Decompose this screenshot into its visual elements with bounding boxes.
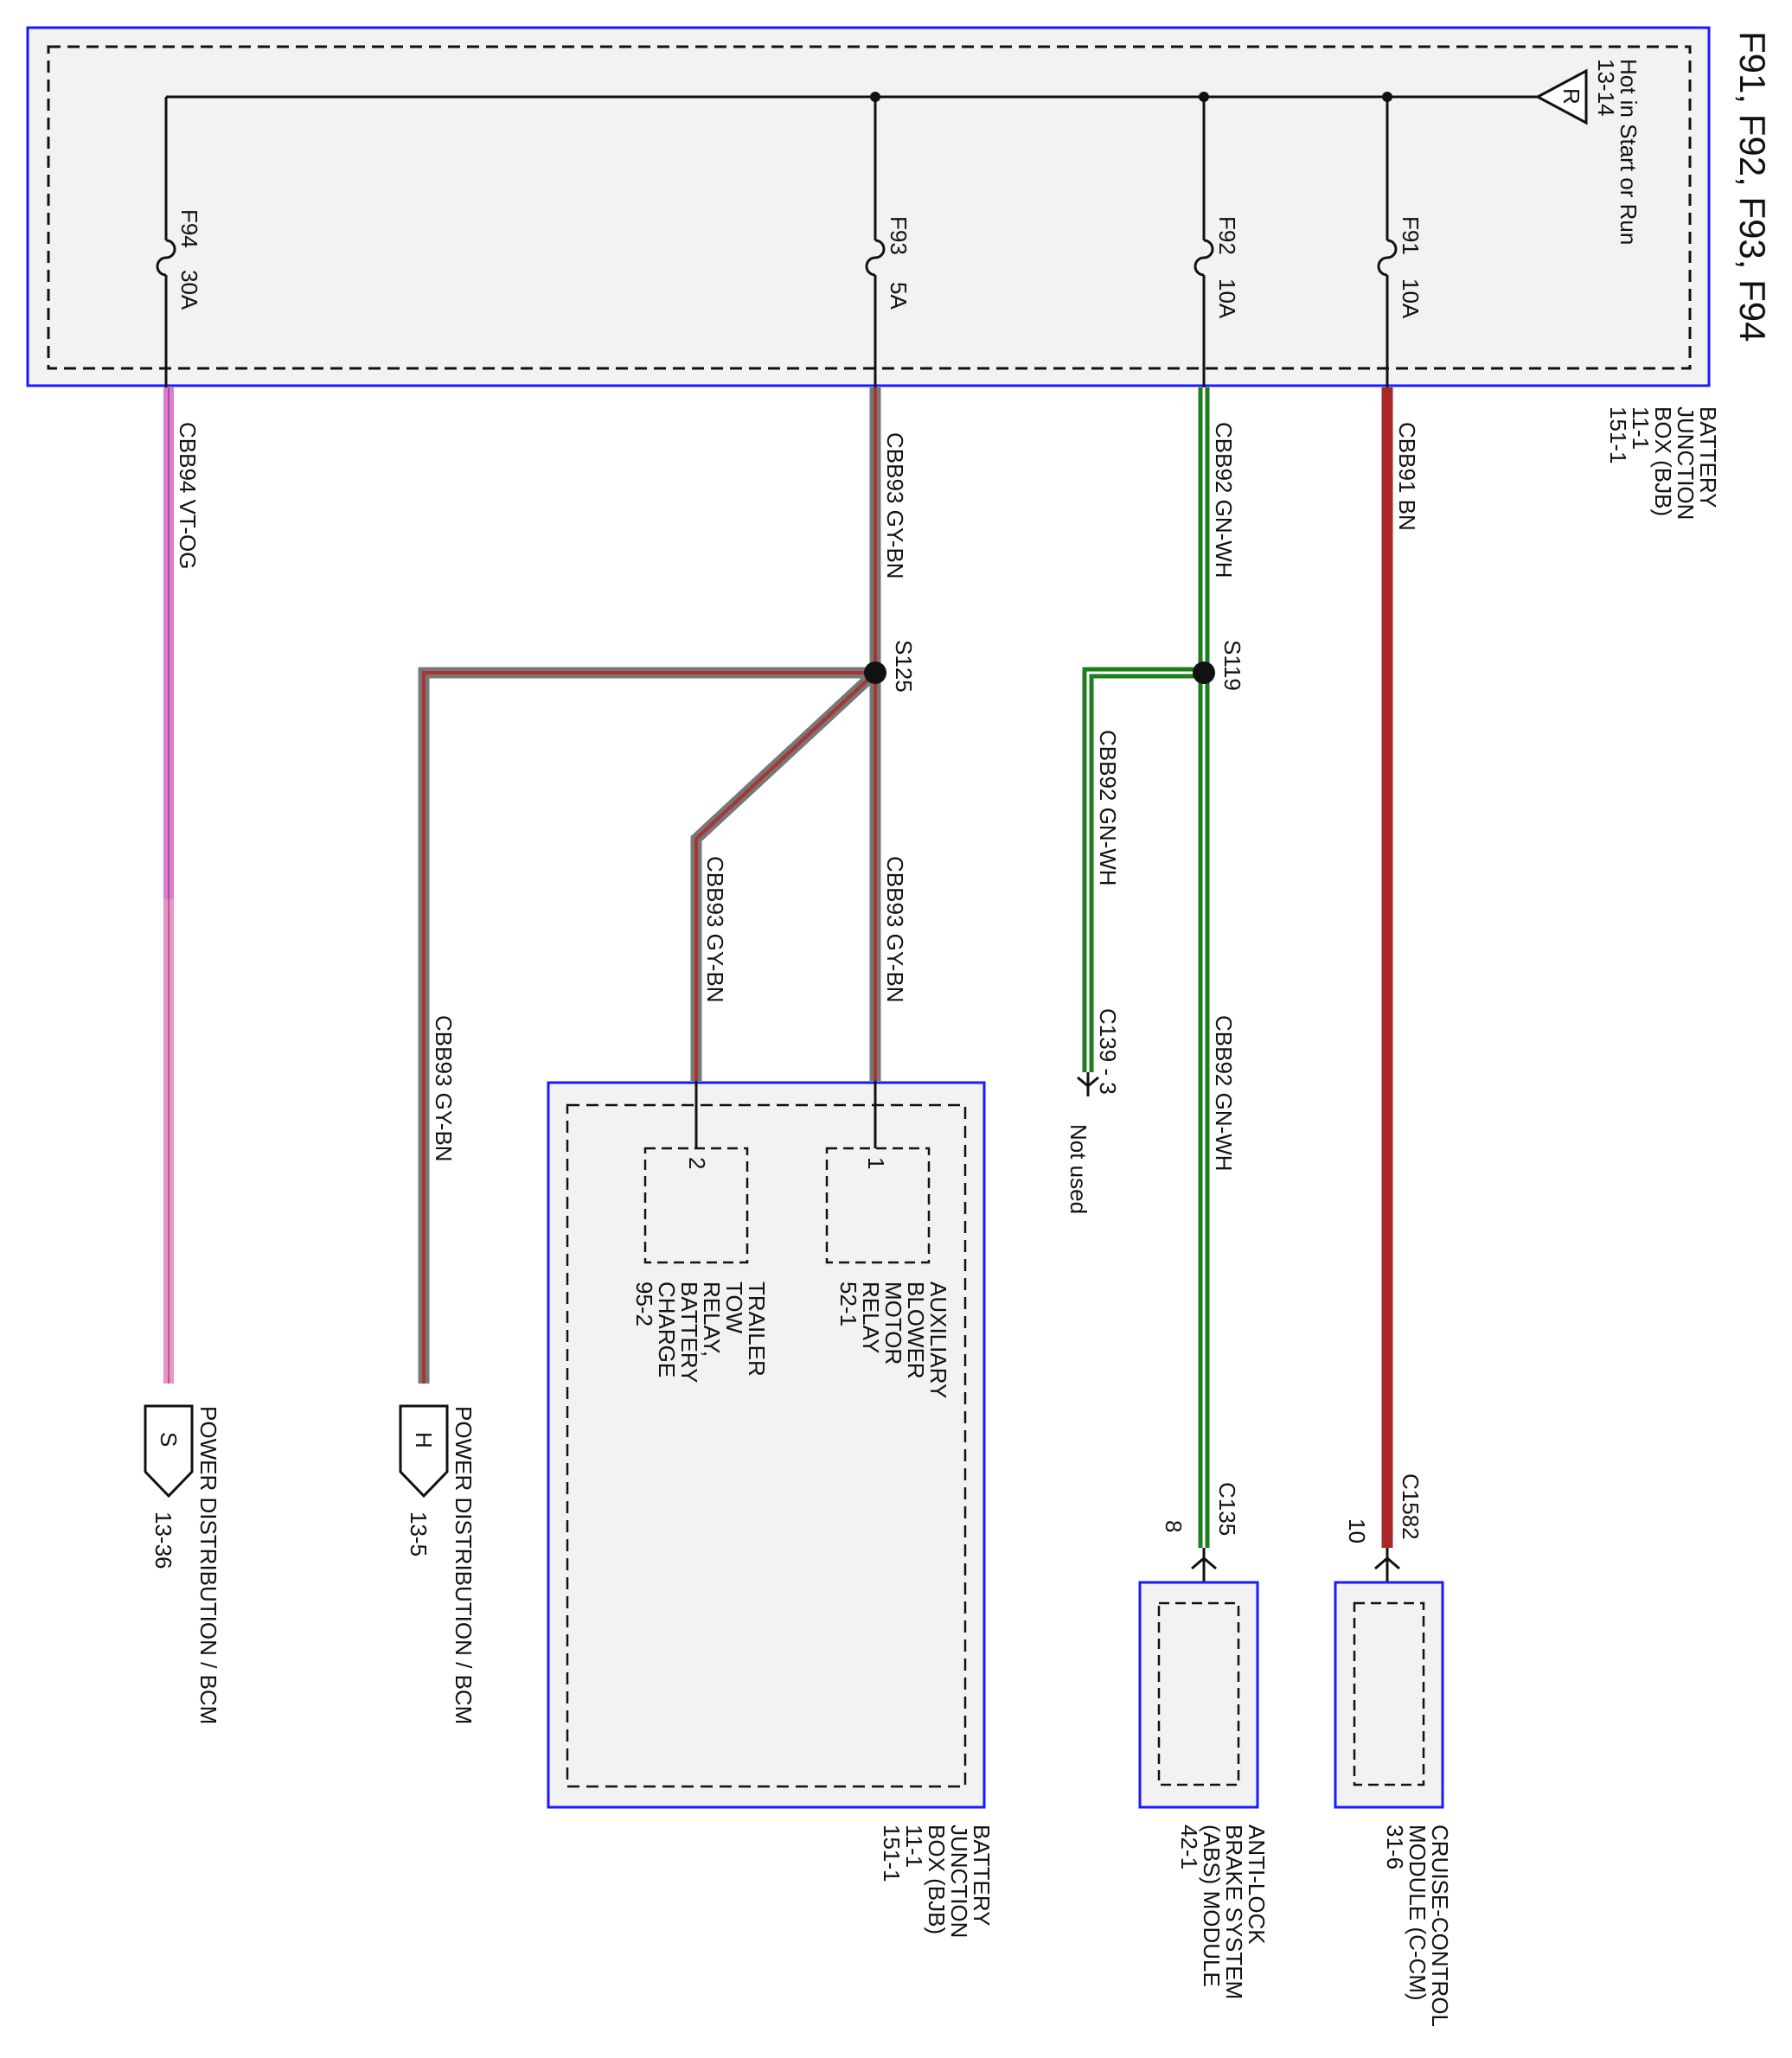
- svg-text:42-1: 42-1: [1176, 1825, 1202, 1869]
- bjb-bottom-label: BATTERY JUNCTION BOX (BJB) 11-1 151-1: [879, 1825, 995, 1938]
- svg-text:F92: F92: [1214, 216, 1240, 255]
- svg-text:95-2: 95-2: [631, 1281, 657, 1326]
- aux-blower-relay: 1: [825, 1081, 931, 1264]
- svg-text:RELAY,: RELAY,: [699, 1281, 725, 1357]
- svg-text:S: S: [156, 1432, 182, 1447]
- splice-s119: [1193, 662, 1215, 684]
- svg-text:151-1: 151-1: [1605, 406, 1631, 464]
- label-c139: C139 - 3: [1095, 1008, 1121, 1095]
- svg-text:BATTERY: BATTERY: [1695, 406, 1721, 508]
- power-distribution-h-label: POWER DISTRIBUTION / BCM 13-5: [406, 1406, 477, 1724]
- svg-text:13-14: 13-14: [1593, 59, 1619, 117]
- power-distribution-s-connector: S: [144, 1404, 194, 1499]
- aux-blower-relay-label: AUXILIARY BLOWER MOTOR RELAY 52-1: [835, 1281, 951, 1398]
- diagram-title: F91, F92, F93, F94: [1732, 31, 1773, 342]
- label-not-used: Not used: [1066, 1124, 1091, 1214]
- label-c135: C135: [1214, 1482, 1240, 1536]
- power-source-icon: R: [1534, 68, 1588, 125]
- label-s119: S119: [1219, 640, 1245, 691]
- svg-text:R: R: [1558, 88, 1584, 105]
- svg-text:BATTERY: BATTERY: [676, 1281, 702, 1384]
- svg-text:TRAILER: TRAILER: [744, 1281, 770, 1377]
- fuse-f94: F94 30A: [156, 97, 202, 387]
- svg-text:RELAY: RELAY: [858, 1281, 884, 1353]
- svg-text:H: H: [411, 1432, 437, 1448]
- svg-text:JUNCTION: JUNCTION: [946, 1825, 972, 1938]
- bjb-bottom-box: [547, 1081, 986, 1809]
- svg-text:11-1: 11-1: [901, 1825, 927, 1868]
- fuse-f92: F92 10A: [1194, 97, 1240, 387]
- wire-cbb93: [418, 387, 881, 1384]
- svg-text:11-1: 11-1: [1628, 406, 1654, 450]
- svg-text:AUXILIARY: AUXILIARY: [925, 1281, 951, 1398]
- abs-module-label: ANTI-LOCK BRAKE SYSTEM (ABS) MODULE 42-1: [1176, 1825, 1270, 1999]
- wire-cbb92: [1082, 387, 1210, 1548]
- svg-text:30A: 30A: [176, 270, 202, 310]
- ccm-module-box: [1334, 1581, 1444, 1809]
- power-distribution-s-label: POWER DISTRIBUTION / BCM 13-36: [150, 1406, 221, 1724]
- svg-text:MODULE (C-CM): MODULE (C-CM): [1405, 1825, 1430, 2001]
- splice-s125: [864, 662, 886, 684]
- label-cbb93-top: CBB93 GY-BN: [882, 432, 908, 579]
- svg-text:151-1: 151-1: [879, 1825, 905, 1882]
- label-cbb91: CBB91 BN: [1394, 422, 1420, 531]
- svg-text:1: 1: [863, 1157, 889, 1169]
- fuse-f91: F91 10A: [1377, 97, 1424, 387]
- ccm-module-label: CRUISE-CONTROL MODULE (C-CM) 31-6: [1382, 1825, 1453, 2027]
- power-source-label: Hot in Start or Run 13-14: [1593, 59, 1642, 245]
- svg-text:CHARGE: CHARGE: [654, 1281, 680, 1377]
- svg-text:F91: F91: [1398, 216, 1424, 255]
- svg-text:13-36: 13-36: [150, 1512, 176, 1569]
- svg-text:BOX (BJB): BOX (BJB): [1650, 406, 1676, 516]
- svg-text:TOW: TOW: [721, 1281, 747, 1334]
- svg-text:JUNCTION: JUNCTION: [1673, 406, 1699, 520]
- svg-text:31-6: 31-6: [1382, 1825, 1408, 1869]
- label-s125: S125: [891, 640, 917, 693]
- bjb-top-box: [26, 26, 1711, 387]
- svg-text:2: 2: [684, 1157, 710, 1169]
- svg-text:POWER DISTRIBUTION / BCM: POWER DISTRIBUTION / BCM: [195, 1406, 221, 1724]
- svg-text:10A: 10A: [1398, 278, 1424, 319]
- svg-text:F93: F93: [886, 216, 912, 255]
- svg-text:BATTERY: BATTERY: [969, 1825, 995, 1927]
- svg-text:BOX (BJB): BOX (BJB): [924, 1825, 950, 1934]
- bjb-top-label: BATTERY JUNCTION BOX (BJB) 11-1 151-1: [1605, 406, 1721, 520]
- svg-text:10A: 10A: [1214, 278, 1240, 319]
- svg-text:Hot in Start or Run: Hot in Start or Run: [1616, 59, 1642, 245]
- fuse-f93: F93 5A: [865, 97, 912, 387]
- label-cbb93-relay2: CBB93 GY-BN: [702, 856, 728, 1003]
- label-c1582: C1582: [1398, 1473, 1424, 1540]
- label-cbb93-relay1: CBB93 GY-BN: [882, 856, 908, 1003]
- label-cbb93-left: CBB93 GY-BN: [431, 1015, 457, 1162]
- svg-text:(ABS) MODULE: (ABS) MODULE: [1199, 1825, 1225, 1987]
- trailer-tow-relay-label: TRAILER TOW RELAY, BATTERY CHARGE 95-2: [631, 1281, 770, 1384]
- svg-text:CRUISE-CONTROL: CRUISE-CONTROL: [1427, 1825, 1453, 2027]
- label-c1582-pin: 10: [1344, 1518, 1370, 1544]
- svg-text:MOTOR: MOTOR: [880, 1281, 906, 1365]
- svg-text:5A: 5A: [886, 282, 912, 310]
- power-distribution-h-connector: H: [399, 1404, 449, 1499]
- svg-text:F94: F94: [176, 209, 202, 248]
- label-cbb92-bottom: CBB92 GN-WH: [1211, 1015, 1237, 1172]
- svg-text:BRAKE SYSTEM: BRAKE SYSTEM: [1221, 1825, 1247, 1999]
- label-c135-pin: 8: [1161, 1520, 1187, 1532]
- label-cbb92-branch: CBB92 GN-WH: [1095, 730, 1121, 886]
- trailer-tow-relay: 2: [643, 1081, 749, 1264]
- svg-text:52-1: 52-1: [835, 1281, 861, 1326]
- svg-text:CBB94 VT-OG: CBB94 VT-OG: [175, 422, 201, 570]
- svg-text:ANTI-LOCK: ANTI-LOCK: [1244, 1825, 1270, 1945]
- label-cbb92-top: CBB92 GN-WH: [1211, 422, 1237, 578]
- svg-text:BLOWER: BLOWER: [903, 1281, 929, 1379]
- connector-c139-icon: [1077, 1072, 1099, 1096]
- svg-text:POWER DISTRIBUTION / BCM: POWER DISTRIBUTION / BCM: [451, 1406, 477, 1724]
- wire-cbb94: CBB94 VT-OG: [163, 387, 201, 1384]
- svg-text:13-5: 13-5: [406, 1512, 432, 1556]
- abs-module-box: [1138, 1581, 1259, 1809]
